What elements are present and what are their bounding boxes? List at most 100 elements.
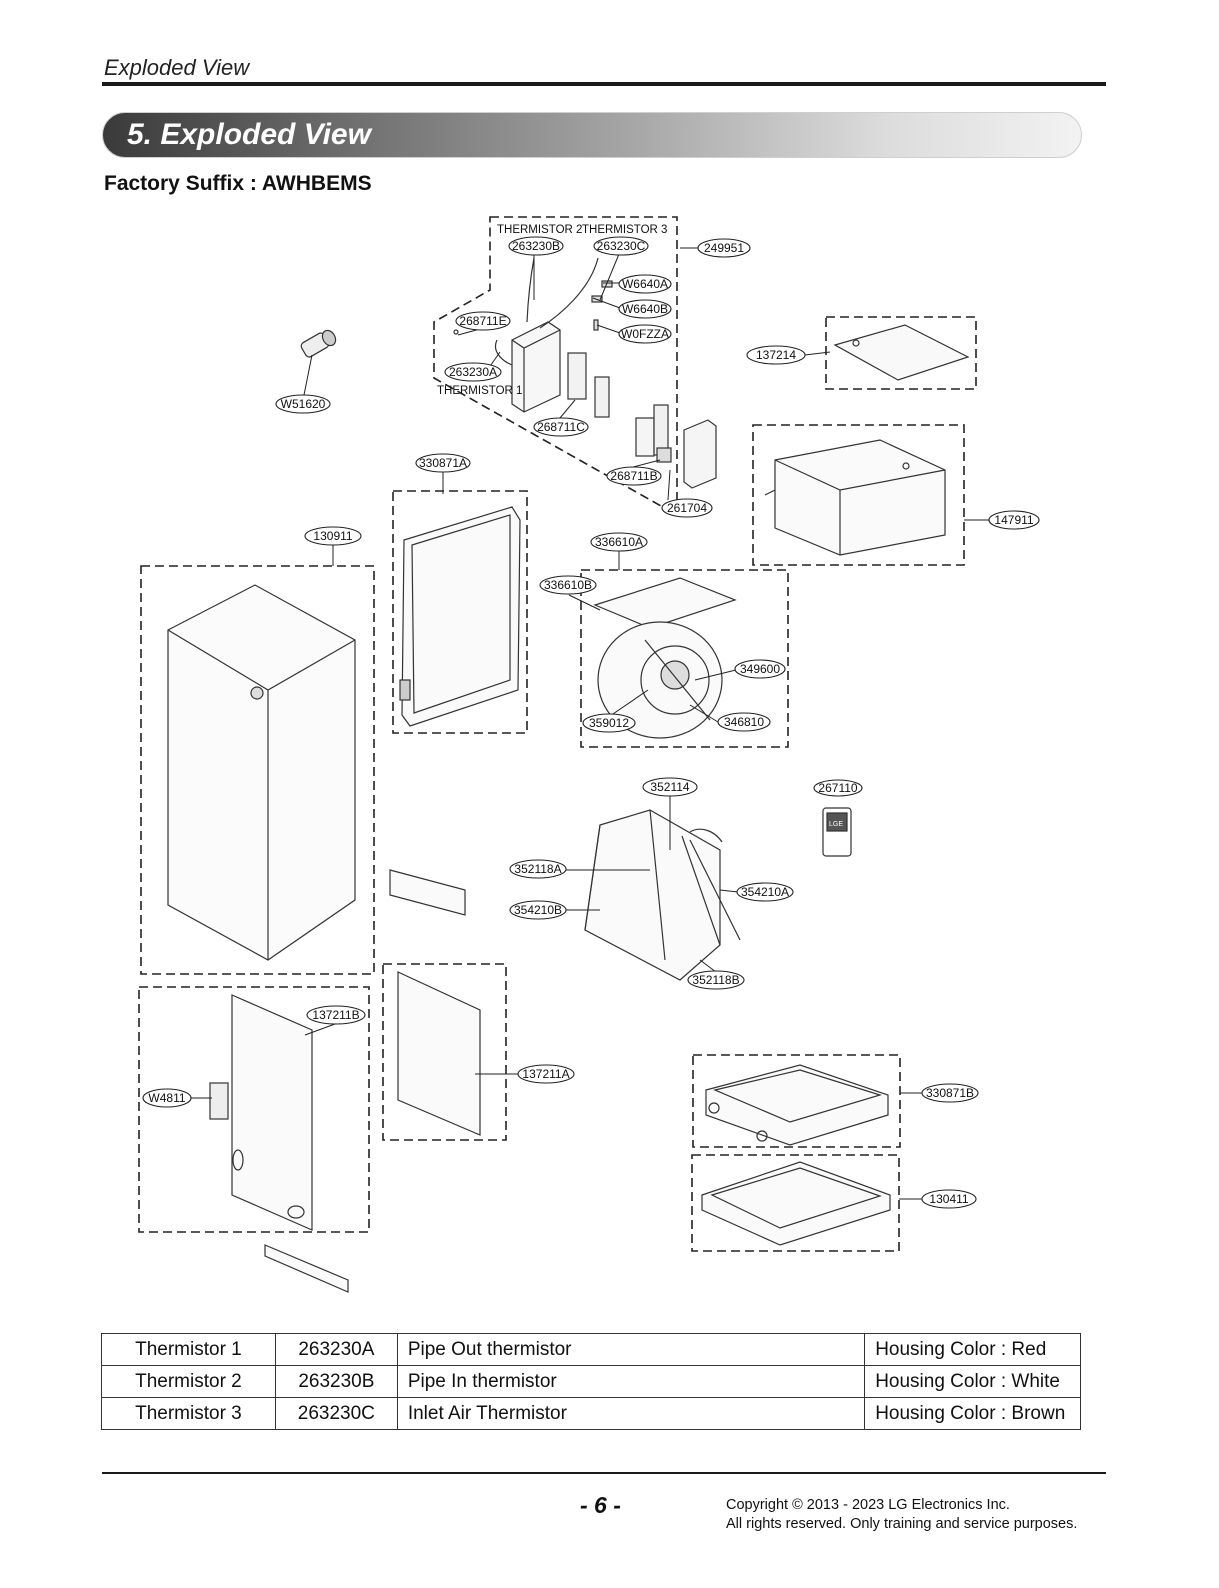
bracket-icon xyxy=(389,869,466,916)
plug-part-icon xyxy=(300,329,337,358)
evaporator-coil-icon xyxy=(584,809,741,981)
blower-group-outline xyxy=(580,569,789,748)
bubble-130911 xyxy=(304,526,362,546)
label-346810: 346810 xyxy=(724,715,764,729)
section-title: 5. Exploded View xyxy=(127,118,371,151)
bubble-263230C xyxy=(593,236,649,256)
drain-pan-group-outline xyxy=(692,1054,901,1148)
exploded-view-diagram: THERMISTOR 2 THERMISTOR 3 THERMISTOR 1 L… xyxy=(138,216,1040,1293)
running-header: Exploded View xyxy=(104,55,250,80)
bubble-330871B xyxy=(921,1083,979,1103)
top-cabinet-group-outline xyxy=(752,424,965,566)
label-268711E: 268711E xyxy=(459,314,506,328)
table-row: Thermistor 2 263230B Pipe In thermistor … xyxy=(101,1365,1081,1398)
bubble-336610A xyxy=(590,532,648,552)
bubble-359012 xyxy=(582,713,636,733)
bubble-W0FZZA xyxy=(618,324,672,344)
lower-panel-icon xyxy=(209,994,313,1231)
thermistor-description: Inlet Air Thermistor xyxy=(396,1397,866,1430)
bubble-W51620 xyxy=(275,394,331,414)
bottom-bracket-icon xyxy=(264,1244,349,1293)
bubble-147911 xyxy=(988,510,1040,530)
thermistor-code: 263230B xyxy=(274,1365,398,1398)
thermistor-code: 263230A xyxy=(274,1333,398,1366)
thermistor-description: Pipe Out thermistor xyxy=(396,1333,866,1366)
bubble-354210A xyxy=(736,882,794,902)
bubble-336610B xyxy=(539,575,597,595)
copyright-line-2: All rights reserved. Only training and s… xyxy=(726,1516,1078,1532)
base-group-outline xyxy=(691,1154,900,1252)
label-330871A: 330871A xyxy=(419,456,467,470)
front-panel-icon xyxy=(397,971,481,1136)
thermistor-table: Thermistor 1 263230A Pipe Out thermistor… xyxy=(101,1333,1081,1430)
bubble-330871A xyxy=(415,453,471,473)
copyright-notice: Copyright © 2013 - 2023 LG Electronics I… xyxy=(726,1496,1077,1534)
control-box-icon xyxy=(453,257,717,489)
top-cabinet-icon xyxy=(764,439,946,556)
table-row: Thermistor 3 263230C Inlet Air Thermisto… xyxy=(101,1397,1081,1430)
label-336610B: 336610B xyxy=(544,578,592,592)
bubble-268711C xyxy=(533,417,589,437)
label-130911: 130911 xyxy=(313,529,352,543)
bubble-268711B xyxy=(606,466,662,486)
label-354210B: 354210B xyxy=(514,903,562,917)
label-263230B: 263230B xyxy=(512,239,560,253)
label-137214: 137214 xyxy=(756,348,796,362)
label-352118A: 352118A xyxy=(514,862,561,876)
thermistor-name: Thermistor 3 xyxy=(101,1397,276,1430)
bubble-352114 xyxy=(642,777,698,797)
thermistor-description: Pipe In thermistor xyxy=(396,1365,866,1398)
label-147911: 147911 xyxy=(994,513,1033,527)
door-group-outline xyxy=(392,490,528,734)
bubble-137211A xyxy=(517,1064,575,1084)
bubble-267110 xyxy=(813,779,863,797)
control-box-group-outline xyxy=(433,216,678,517)
bubble-263230B xyxy=(508,236,564,256)
top-panel-group-outline xyxy=(825,316,977,390)
thermistor-housing-color: Housing Color : Brown xyxy=(864,1397,1081,1430)
caption-thermistor-2: THERMISTOR 2 xyxy=(497,224,582,236)
label-354210A: 354210A xyxy=(741,885,789,899)
bubble-349600 xyxy=(734,659,786,679)
label-263230A: 263230A xyxy=(449,365,497,379)
top-panel-icon xyxy=(833,324,970,381)
factory-suffix: Factory Suffix : AWHBEMS xyxy=(104,172,372,195)
label-330871B: 330871B xyxy=(926,1086,974,1100)
bubble-346810 xyxy=(717,712,771,732)
table-row: Thermistor 1 263230A Pipe Out thermistor… xyxy=(101,1333,1081,1366)
caption-thermistor-3: THERMISTOR 3 xyxy=(582,224,667,236)
label-137211B: 137211B xyxy=(312,1008,359,1022)
front-panel-group-outline xyxy=(382,963,507,1141)
label-W6640A: W6640A xyxy=(622,277,668,291)
door-frame-icon xyxy=(399,506,521,727)
header-rule xyxy=(102,82,1106,86)
label-352118B: 352118B xyxy=(692,973,739,987)
thermistor-housing-color: Housing Color : White xyxy=(864,1365,1081,1398)
thermistor-name: Thermistor 1 xyxy=(101,1333,276,1366)
label-W0FZZA: W0FZZA xyxy=(621,327,669,341)
label-137211A: 137211A xyxy=(522,1067,569,1081)
label-W51620: W51620 xyxy=(281,397,326,411)
label-261704: 261704 xyxy=(667,501,707,515)
label-268711C: 268711C xyxy=(537,420,585,434)
bubble-W6640B xyxy=(618,299,672,319)
label-263230C: 263230C xyxy=(597,239,646,253)
lower-panel-group-outline xyxy=(138,986,370,1233)
label-W4811: W4811 xyxy=(148,1091,185,1105)
label-249951: 249951 xyxy=(704,241,744,255)
bubble-137214 xyxy=(746,345,806,365)
bubble-137211B xyxy=(306,1005,366,1025)
label-268711B: 268711B xyxy=(610,469,657,483)
thermistor-name: Thermistor 2 xyxy=(101,1365,276,1398)
side-panel-icon xyxy=(167,584,356,961)
bubble-352118B xyxy=(687,970,745,990)
bubble-W4811 xyxy=(142,1088,192,1108)
bubble-261704 xyxy=(661,498,713,518)
drain-pan-icon xyxy=(705,1064,889,1146)
blower-icon xyxy=(593,577,737,739)
footer-rule xyxy=(102,1472,1106,1474)
thermistor-code: 263230C xyxy=(274,1397,398,1430)
label-336610A: 336610A xyxy=(595,535,643,549)
bubble-W6640A xyxy=(618,274,672,294)
bubble-268711E xyxy=(455,311,511,331)
